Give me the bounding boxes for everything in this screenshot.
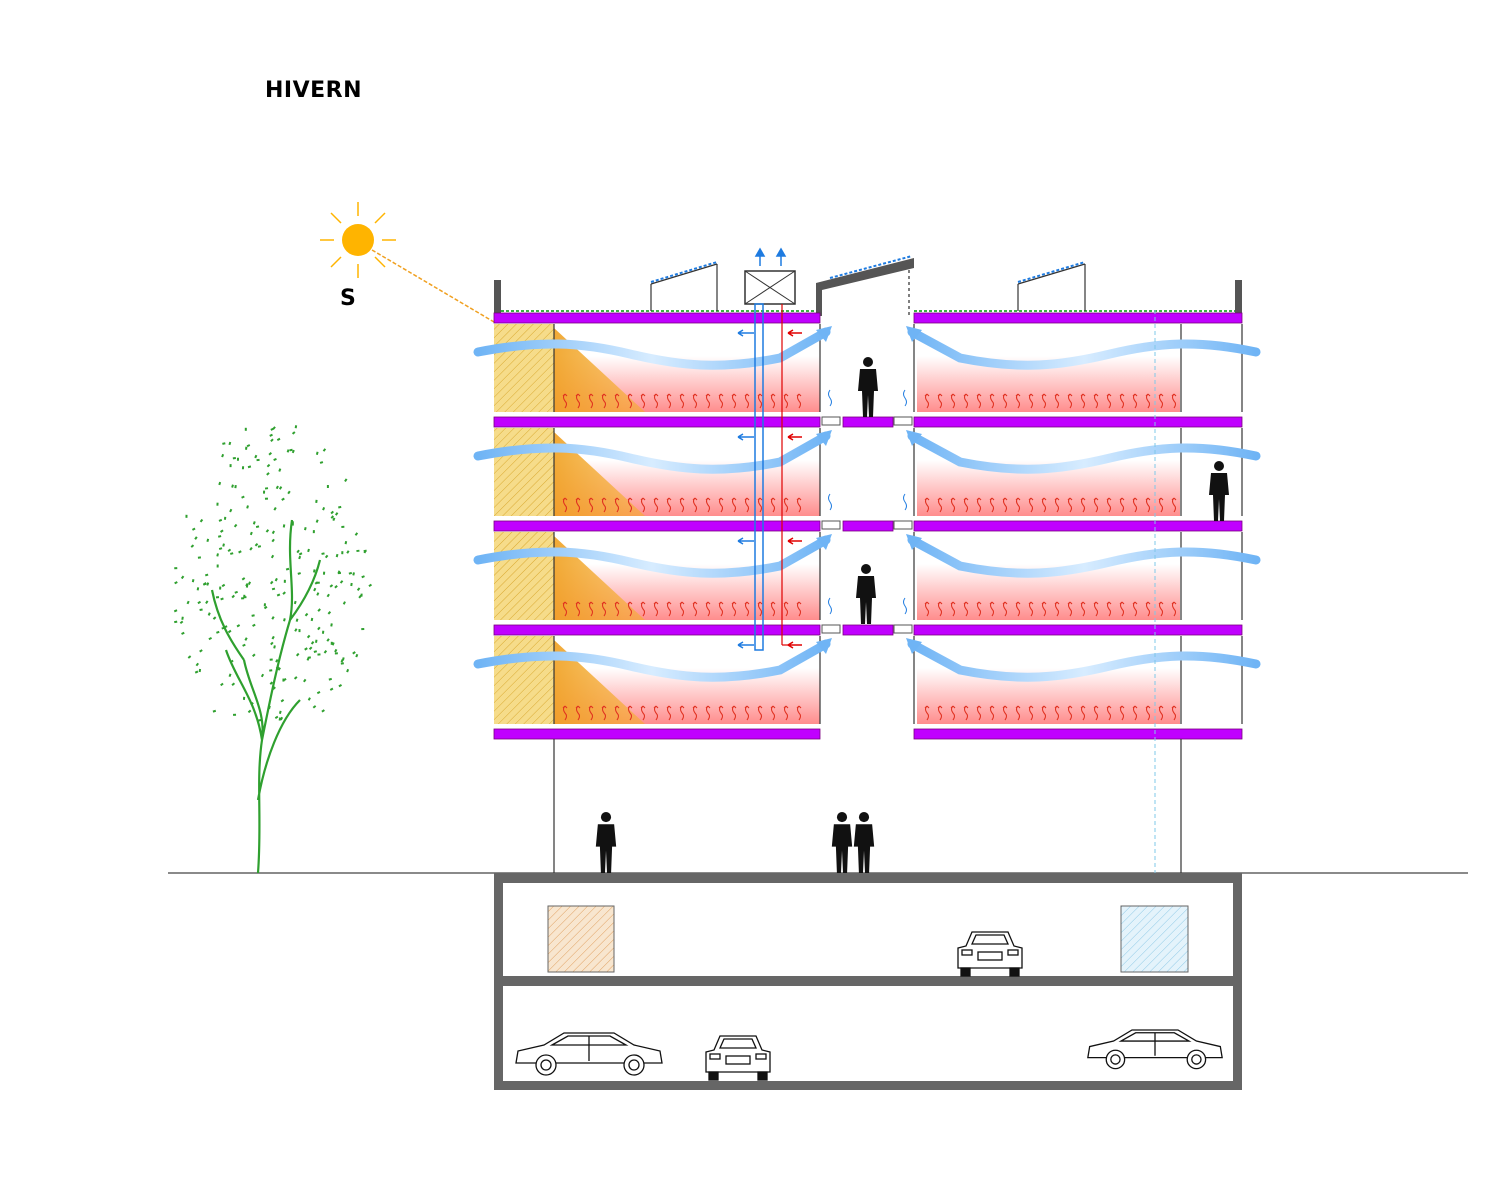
floor-slab — [493, 416, 1243, 428]
car-icon — [1087, 1029, 1223, 1070]
floor-slab — [493, 520, 1243, 532]
heat-waves — [562, 705, 1177, 721]
airflow-arrow — [907, 639, 1261, 682]
floor-slab — [493, 728, 1243, 740]
heat-waves — [562, 497, 1177, 513]
car-icon — [705, 1035, 771, 1081]
floor-slab — [493, 312, 1243, 324]
solar-panel-icon — [1017, 261, 1086, 311]
person-icon — [856, 564, 876, 624]
solar-panel-icon — [650, 261, 718, 311]
airflow-arrow — [907, 327, 1261, 370]
roof — [494, 255, 1242, 316]
tree-icon — [173, 425, 373, 874]
airflow-arrow — [473, 327, 831, 370]
person-icon — [853, 812, 875, 873]
sun-ray-line — [371, 249, 495, 323]
car-icon — [515, 1032, 663, 1076]
person-icon — [831, 812, 853, 873]
sun-icon — [320, 202, 396, 278]
floor-level — [473, 324, 1261, 412]
heat-waves — [562, 393, 1177, 409]
diagram-title: HIVERN — [265, 78, 363, 103]
person-icon — [1209, 461, 1229, 521]
floor-level — [473, 636, 1261, 724]
floor-level — [473, 532, 1261, 620]
car-icon — [957, 931, 1023, 977]
sun-label: S — [340, 286, 356, 311]
person-icon — [858, 357, 878, 417]
airflow-arrow — [473, 535, 831, 578]
columns — [553, 739, 1182, 873]
airflow-arrow — [473, 431, 831, 474]
ventilation-ducts — [754, 303, 1156, 912]
person-icon — [595, 812, 617, 873]
airflow-arrow — [473, 639, 831, 682]
ventilation-unit-icon — [744, 247, 796, 305]
heat-waves — [562, 601, 1177, 617]
floor-level — [473, 428, 1261, 516]
floor-slab — [493, 624, 1243, 636]
airflow-arrow — [907, 431, 1261, 474]
airflow-arrow — [907, 535, 1261, 578]
